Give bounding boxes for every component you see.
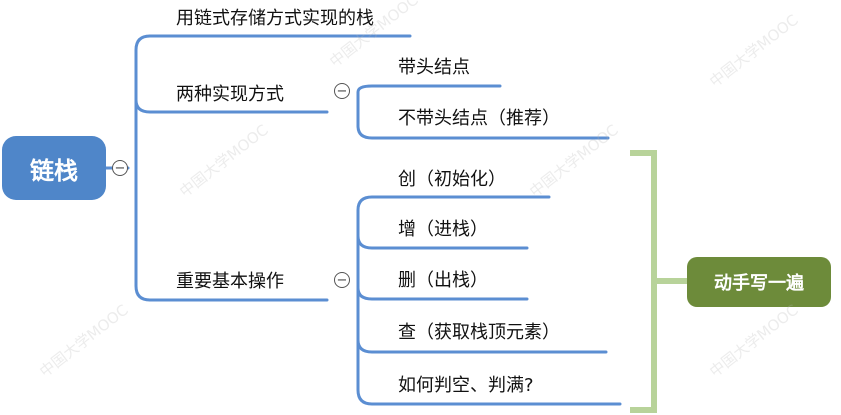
connector-sub2-trunk: [356, 84, 610, 140]
collapse-operations-icon[interactable]: −: [334, 272, 350, 288]
branch-definition[interactable]: 用链式存储方式实现的栈: [176, 8, 374, 29]
node-pop[interactable]: 删（出栈）: [398, 270, 488, 291]
node-empty-full[interactable]: 如何判空、判满?: [398, 375, 534, 396]
connector-sub3-c2: [356, 234, 529, 250]
branch-operations[interactable]: 重要基本操作: [176, 271, 284, 292]
node-with-head[interactable]: 带头结点: [398, 57, 470, 78]
connector-sub3-c3: [356, 286, 529, 301]
node-push[interactable]: 增（进栈）: [398, 219, 488, 240]
node-peek[interactable]: 查（获取栈顶元素）: [398, 322, 560, 343]
note-node[interactable]: 动手写一遍: [687, 257, 831, 307]
node-without-head[interactable]: 不带头结点（推荐）: [398, 108, 560, 129]
note-bracket: [630, 150, 687, 413]
root-node[interactable]: 链栈: [2, 136, 106, 200]
connector-sub3-trunk: [356, 195, 622, 406]
branch-implementations[interactable]: 两种实现方式: [176, 84, 284, 105]
connector-trunk: [134, 34, 152, 302]
connector-sub3-c4: [356, 338, 608, 354]
collapse-root-icon[interactable]: −: [112, 160, 128, 176]
node-create[interactable]: 创（初始化）: [398, 169, 506, 190]
connector-branch-2: [134, 98, 329, 114]
collapse-implementations-icon[interactable]: −: [334, 83, 350, 99]
